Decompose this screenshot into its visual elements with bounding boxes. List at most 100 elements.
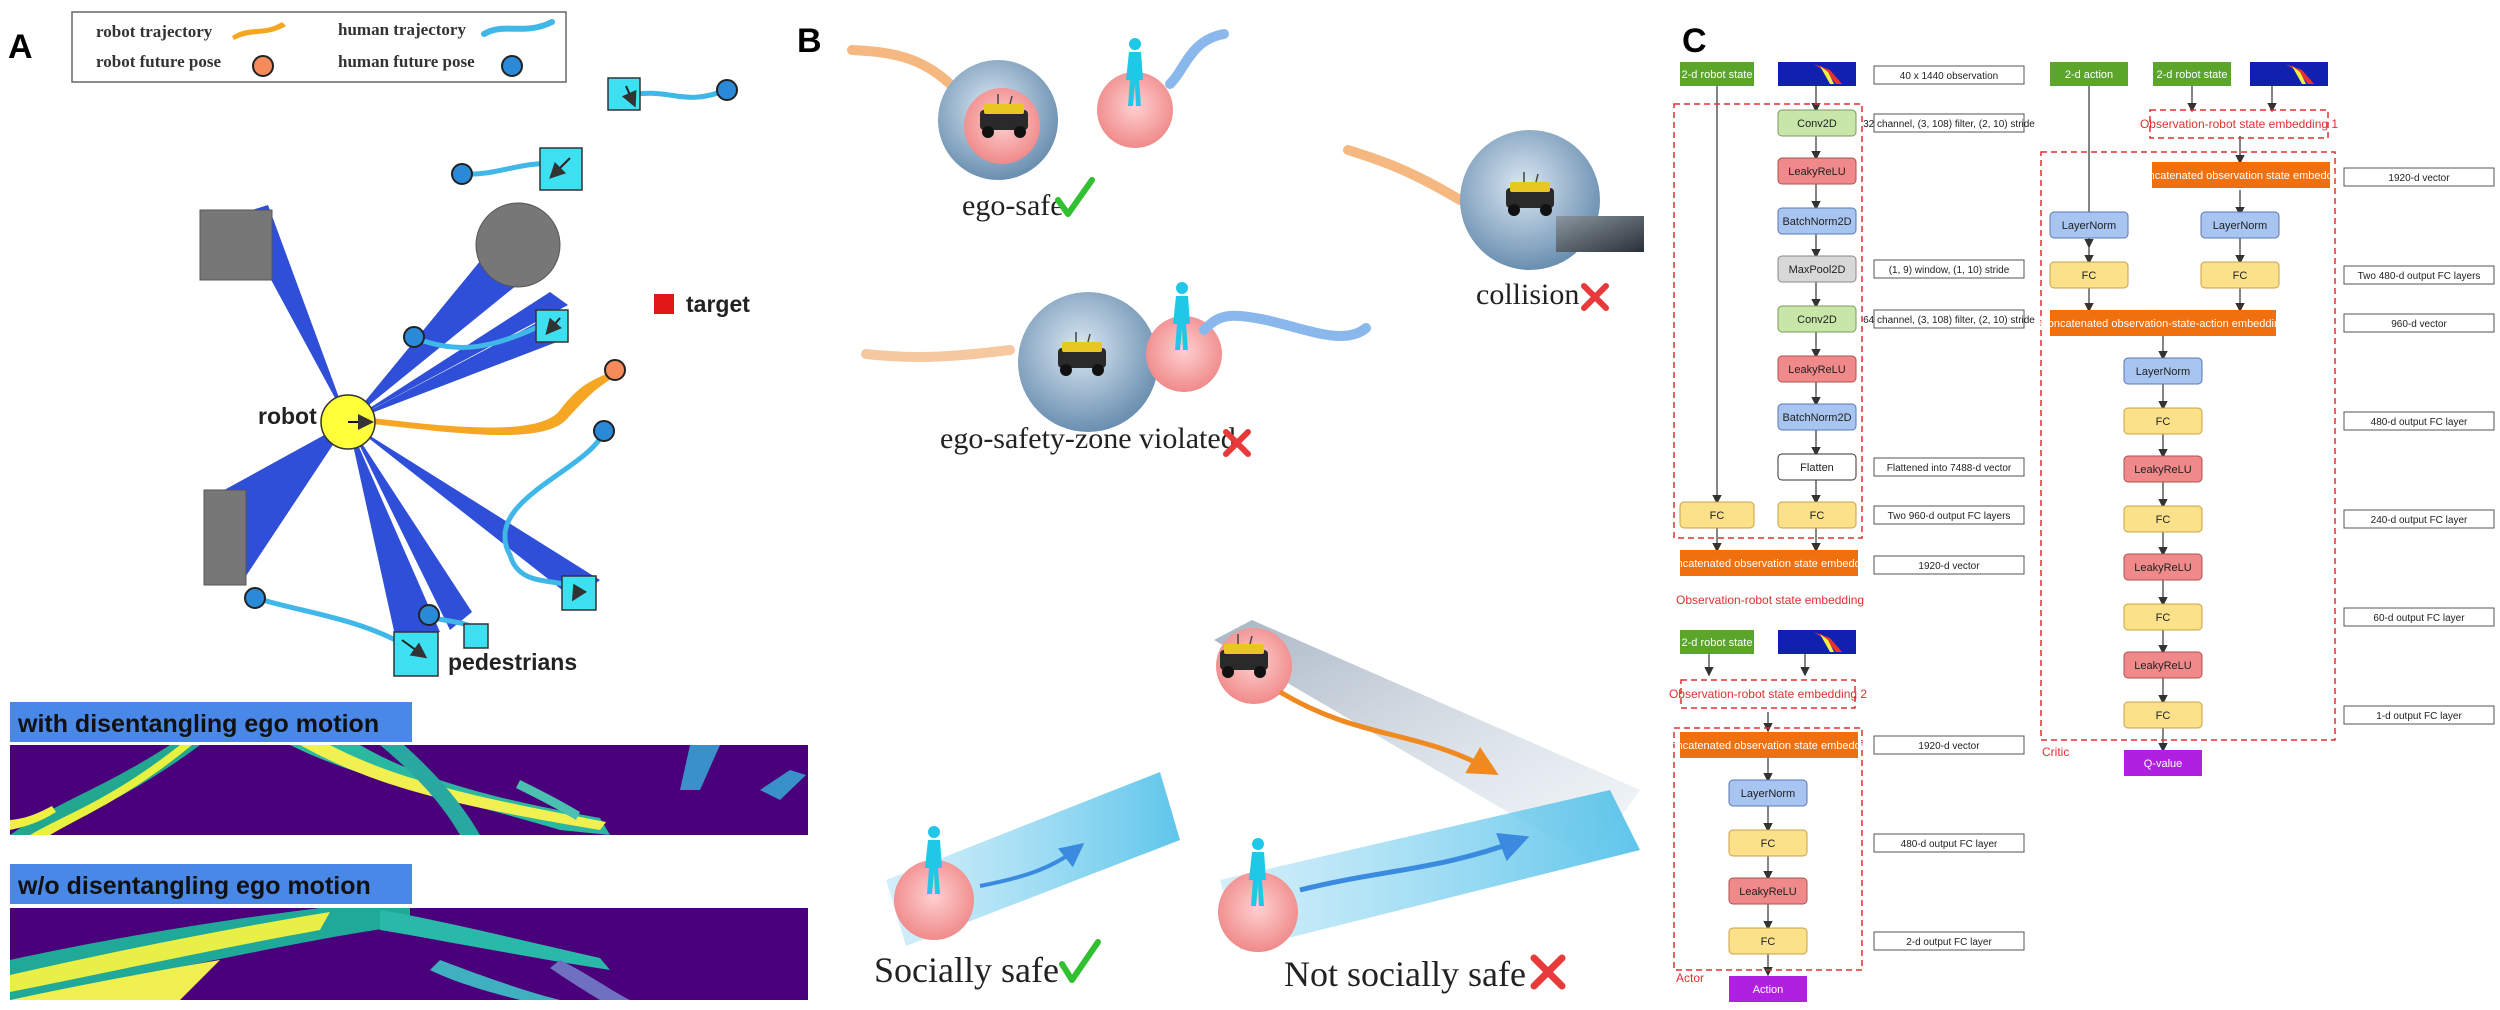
actor-leakyrelu: LeakyReLU bbox=[1739, 886, 1797, 898]
critic-leakyrelu-2: LeakyReLU bbox=[2134, 562, 2192, 574]
legend: robot trajectory robot future pose human… bbox=[71, 11, 567, 83]
panel-b-letter: B bbox=[797, 22, 822, 60]
human-future-poses bbox=[244, 79, 738, 626]
embedding-1-label: Observation-robot state embedding 1 bbox=[2140, 117, 2338, 131]
critic-leakyrelu-3: LeakyReLU bbox=[2134, 660, 2192, 672]
critic-layernorm-right: LayerNorm bbox=[2213, 220, 2267, 232]
critic-fc-annotation: Two 480-d output FC layers bbox=[2358, 271, 2481, 282]
critic-fc2-annotation: 240-d output FC layer bbox=[2371, 515, 2468, 526]
scenario-not-socially-safe: Not socially safe bbox=[1214, 620, 1640, 994]
actor-layernorm: LayerNorm bbox=[1741, 788, 1795, 800]
conv2d-1-annotation: 32 channel, (3, 108) filter, (2, 10) str… bbox=[1863, 119, 2035, 130]
obs-annotation: 40 x 1440 observation bbox=[1900, 71, 1998, 82]
actor-fc2: FC bbox=[1761, 936, 1776, 948]
actor-label: Actor bbox=[1676, 971, 1704, 985]
scenario-socially-safe: Socially safe bbox=[874, 772, 1180, 990]
critic-fc-left: FC bbox=[2082, 270, 2097, 282]
actor-robot-state-box: 2-d robot state bbox=[1682, 69, 1753, 81]
embedding-2-label: Observation-robot state embedding 2 bbox=[1669, 687, 1867, 701]
critic-leakyrelu-1: LeakyReLU bbox=[2134, 464, 2192, 476]
actor-concat-annotation: 1920-d vector bbox=[1918, 741, 1980, 752]
check-icon-1 bbox=[1055, 177, 1095, 217]
not-socially-safe-label: Not socially safe bbox=[1284, 954, 1526, 994]
dashed-regions bbox=[1673, 103, 2336, 971]
wall-block bbox=[1556, 216, 1644, 252]
critic-fc3: FC bbox=[2156, 612, 2171, 624]
panel-a-letter: A bbox=[8, 28, 33, 66]
without-ego-title: w/o disentangling ego motion bbox=[17, 872, 371, 900]
conv2d-1: Conv2D bbox=[1797, 118, 1837, 130]
panel-c: C bbox=[1663, 22, 2495, 1002]
flatten: Flatten bbox=[1800, 462, 1834, 474]
fc-annotation: Two 960-d output FC layers bbox=[1888, 511, 2011, 522]
critic-layernorm: LayerNorm bbox=[2136, 366, 2190, 378]
flatten-annotation: Flattened into 7488-d vector bbox=[1887, 463, 2012, 474]
check-icon-2 bbox=[1059, 939, 1101, 983]
pedestrians-label: pedestrians bbox=[448, 649, 577, 675]
legend-human-trajectory-swatch bbox=[481, 19, 555, 37]
target-label: target bbox=[686, 291, 750, 317]
maxpool-annotation: (1, 9) window, (1, 10) stride bbox=[1889, 265, 2010, 276]
obstacle-circle bbox=[475, 202, 561, 288]
socially-safe-label: Socially safe bbox=[874, 950, 1059, 990]
critic-osa-embedding: Concatenated observation-state-action em… bbox=[2040, 318, 2286, 330]
critic-fc1-annotation: 480-d output FC layer bbox=[2371, 417, 2468, 428]
with-ego-section: with disentangling ego motion bbox=[10, 702, 808, 835]
network-connectors bbox=[1704, 84, 2277, 977]
conv2d-2: Conv2D bbox=[1797, 314, 1837, 326]
critic-concat-annotation: 1920-d vector bbox=[2388, 173, 2450, 184]
maxpool: MaxPool2D bbox=[1789, 264, 1846, 276]
panel-c-letter: C bbox=[1682, 22, 1707, 60]
concat-embedding-annotation: 1920-d vector bbox=[1918, 561, 1980, 572]
batchnorm-1: BatchNorm2D bbox=[1782, 216, 1851, 228]
without-ego-section: w/o disentangling ego motion bbox=[10, 864, 808, 1000]
obstacle-square-2 bbox=[203, 489, 247, 586]
fc-right: FC bbox=[1810, 510, 1825, 522]
robot-future-pose bbox=[604, 359, 626, 381]
ego-safe-label: ego-safe bbox=[962, 189, 1064, 222]
critic-action-box: 2-d action bbox=[2065, 69, 2113, 81]
actor-fc2-annotation: 2-d output FC layer bbox=[1906, 937, 1992, 948]
collision-label: collision bbox=[1476, 278, 1579, 311]
legend-human-trajectory: human trajectory bbox=[338, 20, 466, 39]
legend-human-future-pose: human future pose bbox=[338, 52, 475, 71]
panel-a: A robot trajectory robot future pose hum… bbox=[8, 11, 808, 1000]
robot-trajectory bbox=[372, 370, 616, 436]
cross-icon-2 bbox=[1223, 429, 1251, 457]
legend-robot-trajectory-swatch bbox=[232, 22, 286, 40]
scenario-zone-violated: ego-safety-zone violated bbox=[861, 282, 1371, 457]
critic-robot-state-box: 2-d robot state bbox=[2157, 69, 2228, 81]
critic-fc-right: FC bbox=[2233, 270, 2248, 282]
target-marker bbox=[654, 294, 674, 314]
actor-robot-state-2-box: 2-d robot state bbox=[1682, 637, 1753, 649]
fc-left: FC bbox=[1710, 510, 1725, 522]
concat-embedding: Concatenated observation state embedding bbox=[1663, 558, 1876, 570]
conv2d-2-annotation: 64 channel, (3, 108) filter, (2, 10) str… bbox=[1863, 315, 2035, 326]
legend-human-pose-swatch bbox=[501, 55, 523, 77]
legend-robot-future-pose: robot future pose bbox=[96, 52, 221, 71]
actor-fc1-annotation: 480-d output FC layer bbox=[1901, 839, 1998, 850]
critic-fc4: FC bbox=[2156, 710, 2171, 722]
legend-robot-pose-swatch bbox=[252, 55, 274, 77]
with-ego-title: with disentangling ego motion bbox=[17, 710, 379, 738]
actor-concat: Concatenated observation state embedding bbox=[1663, 740, 1876, 752]
batchnorm-2: BatchNorm2D bbox=[1782, 412, 1851, 424]
critic-output: Q-value bbox=[2144, 758, 2183, 770]
robot-label: robot bbox=[258, 403, 317, 429]
pedestrian-heading-arrows bbox=[401, 85, 637, 659]
leakyrelu-2: LeakyReLU bbox=[1788, 364, 1846, 376]
critic-layernorm-left: LayerNorm bbox=[2062, 220, 2116, 232]
critic-label: Critic bbox=[2042, 745, 2069, 759]
critic-fc3-annotation: 60-d output FC layer bbox=[2373, 613, 2465, 624]
critic-fc2: FC bbox=[2156, 514, 2171, 526]
critic-fc4-annotation: 1-d output FC layer bbox=[2376, 711, 2462, 722]
actor-output: Action bbox=[1753, 984, 1784, 996]
leakyrelu-1: LeakyReLU bbox=[1788, 166, 1846, 178]
critic-fc1: FC bbox=[2156, 416, 2171, 428]
panel-b: B ego-safe collision bbox=[797, 22, 1644, 994]
legend-robot-trajectory: robot trajectory bbox=[96, 22, 213, 41]
cross-icon-3 bbox=[1530, 954, 1566, 990]
cross-icon-1 bbox=[1581, 283, 1609, 311]
actor-fc1: FC bbox=[1761, 838, 1776, 850]
